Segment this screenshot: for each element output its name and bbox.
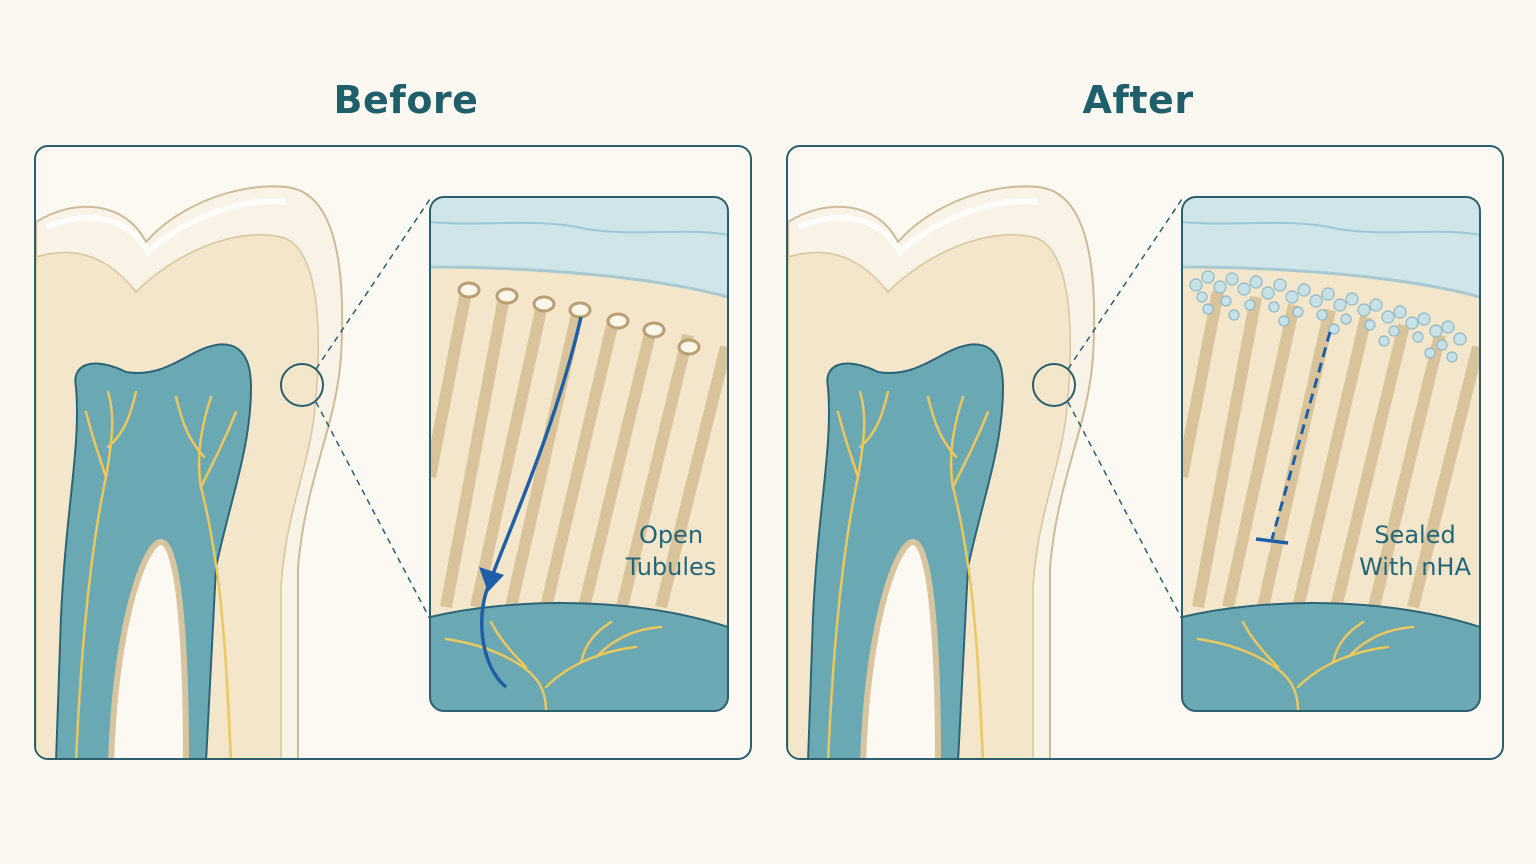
zoom-circle (280, 363, 324, 407)
root-gap (108, 538, 189, 758)
dentin-tubules (1182, 290, 1480, 609)
nerve-branches (826, 390, 990, 758)
zoom-circle (1032, 363, 1076, 407)
dentin-tubules (430, 290, 728, 609)
zoom-line-top (315, 198, 431, 370)
after-title: After (1082, 78, 1194, 122)
tooth-cross-section (788, 185, 1096, 758)
after-label-line1: Sealed (1374, 521, 1456, 549)
inset-nerve (1196, 620, 1415, 711)
nha-particle-layer (1189, 270, 1467, 363)
zoom-line-bottom (1067, 401, 1183, 620)
tubule-openings (457, 281, 701, 356)
inset-nerve (444, 620, 663, 711)
after-inset-label: Sealed With nHA (1350, 519, 1480, 583)
blocked-flow-line (1270, 331, 1332, 540)
tooth-crown-highlight (44, 198, 287, 257)
after-label-line2: With nHA (1359, 553, 1471, 581)
zoom-line-top (1067, 198, 1183, 370)
magnified-inset (430, 197, 728, 711)
magnified-inset (1182, 197, 1480, 711)
fluid-flow-arrow (480, 316, 583, 689)
tooth-cross-section (36, 185, 344, 758)
zoom-line-bottom (315, 401, 431, 620)
before-label-line2: Tubules (625, 553, 717, 581)
after-panel: Sealed With nHA (786, 145, 1504, 760)
pulp-region (1182, 602, 1480, 711)
before-title: Before (333, 78, 479, 122)
before-diagram (36, 185, 729, 758)
tooth-crown-highlight (796, 198, 1039, 257)
blocked-flow-stop (1255, 537, 1289, 545)
after-diagram (788, 185, 1481, 758)
before-inset-label: Open Tubules (606, 519, 736, 583)
pulp-region (430, 602, 728, 711)
nerve-branches (74, 390, 238, 758)
inset-frame (1181, 196, 1481, 712)
before-label-line1: Open (638, 521, 704, 549)
before-panel: Open Tubules (34, 145, 752, 760)
root-gap (860, 538, 941, 758)
inset-frame (429, 196, 729, 712)
